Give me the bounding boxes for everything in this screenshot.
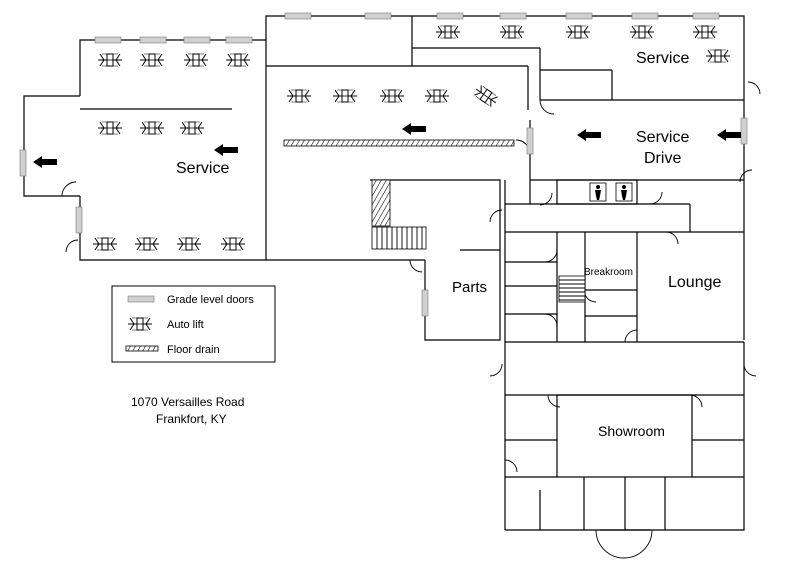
auto-lift-icon	[97, 121, 123, 135]
legend-floor-drain: Floor drain	[167, 344, 220, 356]
room-label-parts: Parts	[452, 279, 487, 296]
room-label-service-top: Service	[636, 50, 689, 67]
grade-level-door-icon	[127, 295, 155, 303]
floor-drain-icon	[125, 345, 159, 352]
building-walls	[23, 15, 745, 531]
auto-lift-icon	[435, 25, 461, 39]
legend-grade-doors: Grade level doors	[167, 294, 254, 306]
auto-lift-icon	[499, 25, 525, 39]
auto-lift-icon	[176, 237, 202, 251]
legend: Grade level doors Auto lift Floor drain	[111, 285, 276, 363]
arrow-left-icon	[33, 156, 57, 168]
auto-lift-icon	[705, 49, 731, 63]
stairs-icon	[371, 179, 586, 303]
address-line-2: Frankfort, KY	[156, 412, 227, 426]
room-label-breakroom: Breakroom	[584, 267, 633, 278]
auto-lift-icon	[286, 89, 312, 103]
grade-level-doors	[19, 12, 748, 317]
room-label-service-left: Service	[176, 160, 229, 177]
auto-lift-icon	[127, 317, 153, 331]
auto-lift-icon	[424, 89, 450, 103]
auto-lift-icon	[97, 53, 123, 67]
arrow-left-icon	[717, 129, 741, 141]
restroom-icon	[589, 182, 607, 202]
room-label-service-drive-1: Service	[636, 129, 689, 146]
arrow-left-icon	[402, 123, 426, 135]
auto-lift-icon	[565, 25, 591, 39]
auto-lift-icon	[692, 25, 718, 39]
room-label-lounge: Lounge	[668, 274, 721, 291]
auto-lift-icon	[220, 237, 246, 251]
auto-lift-icon	[332, 89, 358, 103]
arrow-left-icon	[214, 144, 238, 156]
restroom-icon	[615, 182, 633, 202]
auto-lift-icon	[472, 83, 500, 109]
auto-lift-icon	[179, 121, 205, 135]
auto-lift-icon	[379, 89, 405, 103]
auto-lift-icon	[629, 25, 655, 39]
room-label-showroom: Showroom	[598, 423, 665, 439]
floor-drain-icon	[283, 139, 515, 147]
auto-lift-icon	[225, 53, 251, 67]
auto-lift-icon	[139, 121, 165, 135]
room-label-service-drive-2: Drive	[644, 150, 681, 167]
auto-lift-icon	[92, 237, 118, 251]
address-line-1: 1070 Versailles Road	[131, 395, 244, 409]
arrow-left-icon	[577, 129, 601, 141]
auto-lift-icon	[134, 237, 160, 251]
auto-lift-icon	[139, 53, 165, 67]
legend-auto-lift: Auto lift	[167, 319, 204, 331]
auto-lift-icon	[183, 53, 209, 67]
door-swings	[61, 81, 761, 559]
